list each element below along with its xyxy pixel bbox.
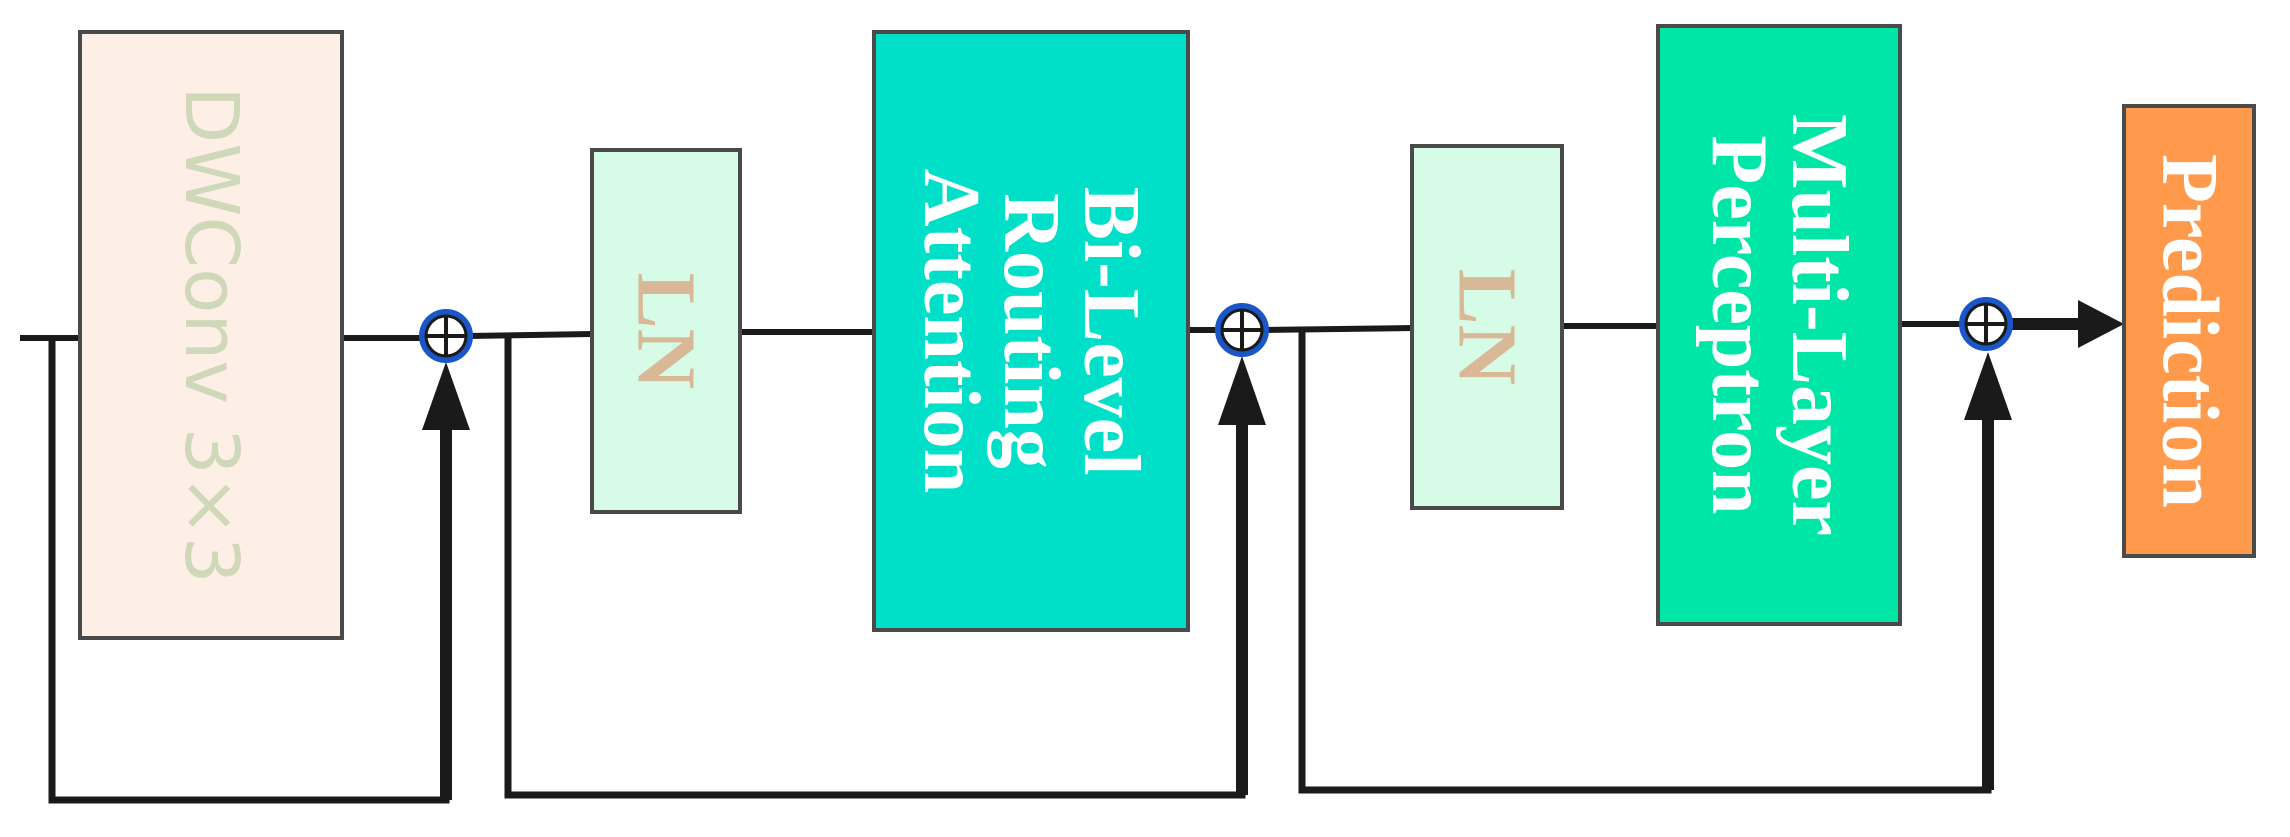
prediction-arrowhead [2078,300,2124,348]
attention-label-line-1: Bi-Level [1067,186,1155,476]
attention-label-line-3: Attention [907,168,995,494]
mlp-label-line-2: Perceptron [1695,135,1783,515]
residual-2-arrowhead [1218,356,1266,425]
add-node-2 [1215,303,1269,357]
bi-level-routing-attention-block: Bi-Level Routing Attention [872,30,1190,632]
residual-3-arrowhead [1964,352,2012,420]
add1-to-ln1-line [467,331,593,339]
layer-norm-block-2: LN [1410,144,1564,510]
attention-label: Bi-Level Routing Attention [907,168,1155,494]
ln1-label: LN [619,272,713,390]
add-node-1 [419,309,473,363]
add-node-3 [1959,297,2013,351]
ln2-label: LN [1440,268,1534,386]
layer-norm-block-1: LN [590,148,742,514]
dwconv-block: DWConv 3×3 [78,30,344,640]
mlp-label-line-1: Multi-Layer [1775,113,1863,537]
prediction-block: Prediction [2122,104,2256,558]
dwconv-label: DWConv 3×3 [168,86,254,584]
mlp-label: Multi-Layer Perceptron [1695,113,1863,537]
prediction-label: Prediction [2145,153,2234,509]
multi-layer-perceptron-block: Multi-Layer Perceptron [1656,24,1902,626]
attention-label-line-2: Routing [987,193,1075,469]
add2-to-ln2-line [1263,325,1414,333]
residual-1-arrowhead [422,362,470,430]
